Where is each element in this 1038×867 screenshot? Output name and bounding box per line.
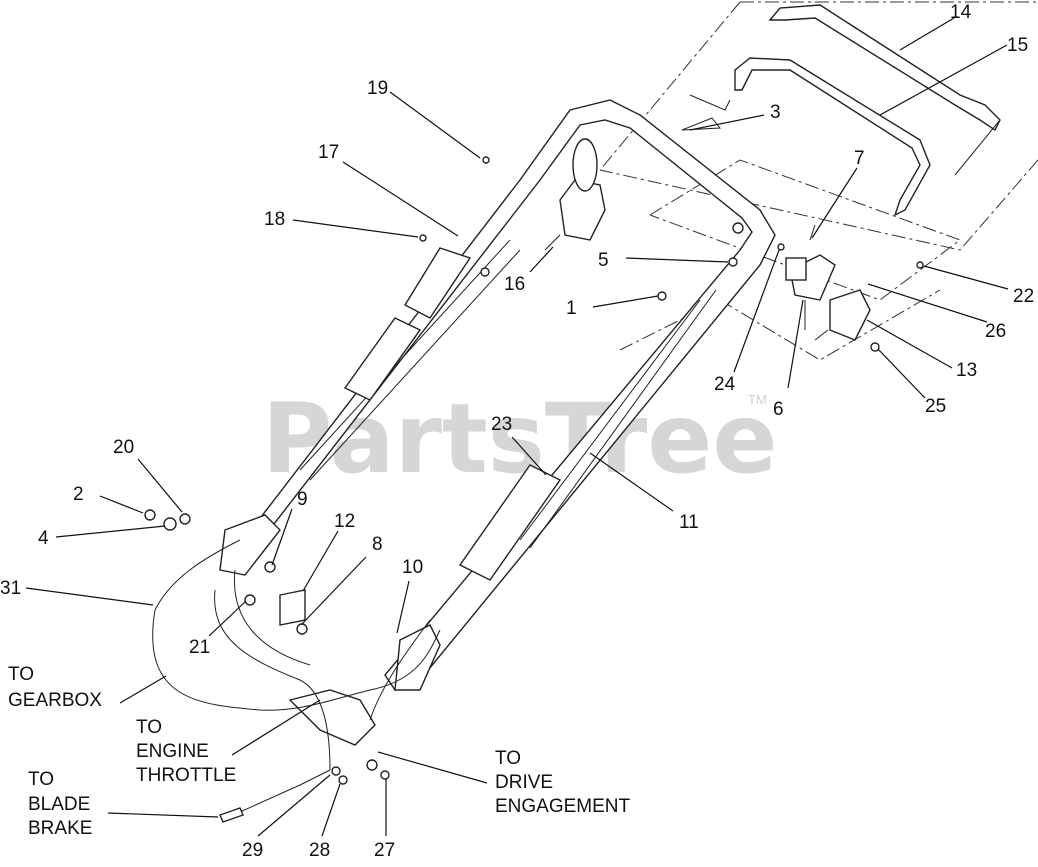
callout-28: 28	[309, 840, 330, 861]
callout-25: 25	[925, 396, 946, 417]
callout-20: 20	[113, 437, 134, 458]
callout-24: 24	[714, 374, 736, 395]
callout-3: 3	[770, 102, 781, 123]
callout-16: 16	[504, 274, 525, 295]
callout-8: 8	[372, 534, 383, 555]
note-throttle-line-3: THROTTLE	[136, 765, 236, 786]
callout-5: 5	[598, 250, 609, 271]
note-brake-line-1: TO	[28, 769, 54, 790]
note-gearbox: TO GEARBOX	[8, 664, 102, 711]
callout-9: 9	[297, 489, 308, 510]
note-brake-line-2: BLADE	[28, 794, 90, 815]
callout-4: 4	[38, 528, 49, 549]
callout-15: 15	[1007, 35, 1028, 56]
watermark-tm: TM	[748, 392, 767, 407]
callout-12: 12	[334, 511, 355, 532]
throttle-control	[544, 138, 606, 251]
cables	[152, 539, 441, 823]
brackets	[785, 254, 871, 341]
lower-brackets	[219, 514, 441, 746]
note-blade-brake: TO BLADE BRAKE	[28, 769, 92, 839]
callout-29: 29	[242, 840, 263, 861]
callout-22: 22	[1013, 286, 1034, 307]
callout-18: 18	[264, 209, 285, 230]
note-drive-line-3: ENGAGEMENT	[495, 796, 631, 817]
callout-31: 31	[0, 578, 21, 599]
callout-26: 26	[985, 321, 1006, 342]
callout-11: 11	[679, 512, 699, 533]
note-gearbox-line-2: GEARBOX	[8, 690, 102, 711]
callout-1: 1	[566, 298, 577, 319]
callout-6: 6	[773, 399, 784, 420]
note-engine-throttle: TO ENGINE THROTTLE	[136, 717, 236, 786]
upper-handle	[681, 4, 1001, 217]
leader-lines	[25, 17, 1009, 837]
callout-2: 2	[73, 484, 84, 505]
callout-7: 7	[854, 148, 865, 169]
note-drive-line-2: DRIVE	[495, 772, 553, 793]
note-gearbox-line-1: TO	[8, 664, 34, 685]
callout-13: 13	[956, 360, 977, 381]
callout-21: 21	[189, 637, 210, 658]
callout-17: 17	[318, 142, 339, 163]
callout-23: 23	[491, 414, 512, 435]
note-throttle-line-2: ENGINE	[136, 741, 209, 762]
reference-lines	[599, 1, 1038, 361]
note-drive-engagement: TO DRIVE ENGAGEMENT	[495, 748, 631, 817]
callout-27: 27	[374, 840, 395, 861]
callout-10: 10	[402, 557, 423, 578]
note-throttle-line-1: TO	[136, 717, 162, 738]
handle-sleeves	[343, 247, 562, 581]
callout-19: 19	[367, 78, 388, 99]
note-drive-line-1: TO	[495, 748, 521, 769]
callout-14: 14	[950, 2, 972, 23]
note-brake-line-3: BRAKE	[28, 818, 92, 839]
